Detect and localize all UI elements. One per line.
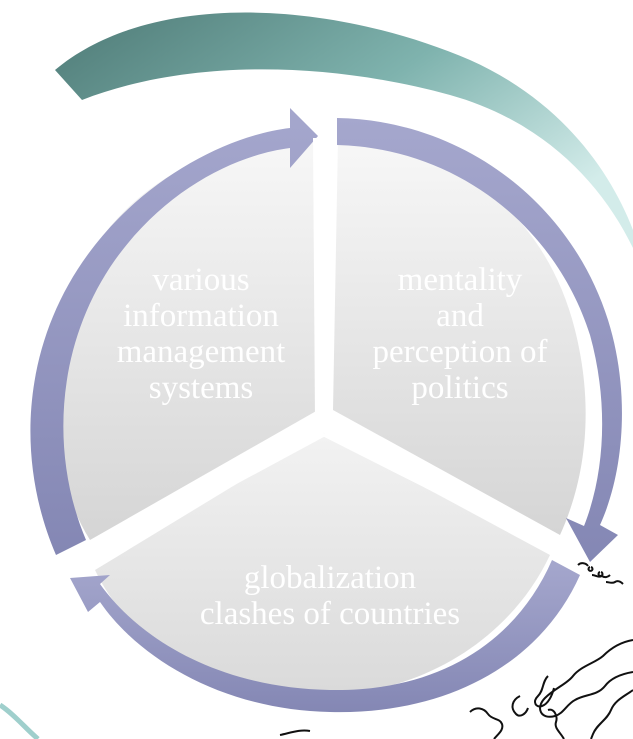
- decorative-line: [0, 702, 40, 739]
- separator-left: [86, 423, 326, 562]
- arrow-bottom: [70, 560, 580, 713]
- map-outline: [279, 562, 633, 739]
- arrow-right: [337, 118, 622, 562]
- segment-bottom: [95, 432, 550, 695]
- arrow-top-left: [30, 108, 319, 555]
- separator-top: [313, 137, 329, 421]
- decorative-swoosh: [55, 12, 633, 248]
- segment-right: [333, 138, 586, 535]
- separator-right: [322, 423, 564, 555]
